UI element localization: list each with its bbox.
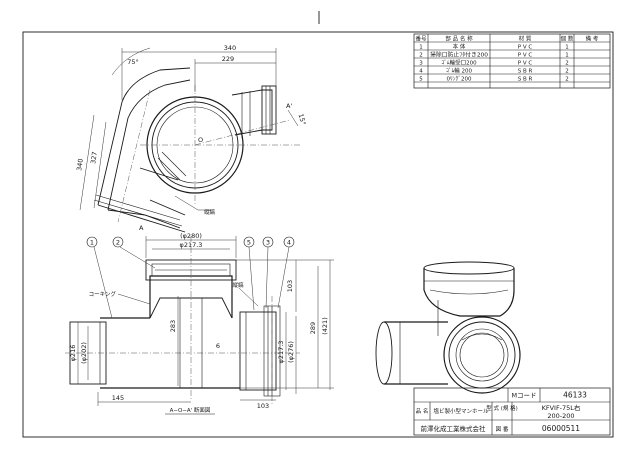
top-dim-327: 327: [89, 151, 99, 164]
isometric-view: [375, 261, 521, 394]
table-row-name: 掃除口防止ﾌﾀ付き200: [430, 51, 489, 59]
part-bubble: [283, 236, 295, 248]
front-dim-289: 289: [309, 322, 317, 334]
top-label-A: A: [139, 224, 144, 232]
part-bubble-label: 5: [247, 239, 251, 247]
part-bubble-label: 2: [116, 239, 120, 247]
front-dim-421: (421): [321, 317, 329, 334]
table-row-no: 4: [419, 69, 423, 75]
table-row-no: 1: [419, 45, 423, 51]
table-header-material: 材 質: [519, 35, 532, 43]
mcode-label: Mコード: [511, 392, 536, 400]
table-row-qty: 1: [565, 45, 569, 51]
top-label-ribs: 縦縞: [204, 208, 216, 216]
drawing-no-label: 図 番: [496, 426, 509, 433]
front-dim-283: 283: [169, 320, 177, 332]
part-bubble-label: 4: [287, 239, 291, 247]
product-name-label: 品 名: [416, 407, 429, 415]
front-dim-103-top: 103: [286, 280, 294, 292]
front-dim-217-top: φ217.3: [180, 241, 203, 249]
front-dim-280: (φ280): [180, 232, 202, 240]
table-row-material: P V C: [518, 45, 533, 51]
table-row-qty: 2: [565, 77, 569, 83]
table-row-name: ｺﾞﾑ輪 200: [446, 67, 472, 75]
table-row-qty: 2: [565, 69, 569, 75]
table-row-name: ｺﾞﾑ輪受口200: [441, 59, 477, 67]
table-header-note: 備 考: [586, 35, 599, 43]
front-view: 1 2 5 3 4 (φ280) φ217.3 103 289 (421) 28…: [65, 232, 334, 415]
front-dim-145: 145: [112, 394, 124, 402]
sheet-border: [22, 31, 614, 438]
table-row-material: S B R: [518, 77, 533, 83]
company-name: 前澤化成工業株式会社: [421, 424, 487, 433]
table-row-material: P V C: [518, 61, 533, 67]
front-dim-216: φ216: [69, 345, 77, 362]
table-row-material: S B R: [518, 69, 533, 75]
section-view-label: A−O−A' 断面図: [170, 406, 211, 414]
table-row-no: 2: [419, 53, 423, 59]
front-dim-276: (φ276): [287, 341, 295, 363]
drawing-no: 06000511: [542, 424, 580, 433]
top-view: 340 229 340 327 75° 15° O A A' 縦縞: [75, 44, 308, 233]
table-row-qty: 2: [565, 61, 569, 67]
front-label-caulking: コーキング: [89, 290, 117, 298]
part-bubble-label: 3: [266, 239, 270, 247]
part-bubble: [86, 236, 98, 248]
model-line-2: 200-200: [547, 412, 574, 420]
part-bubble: [243, 236, 255, 248]
table-row-name: 0ﾘﾝｸﾞ200: [447, 76, 472, 83]
top-dim-229: 229: [222, 55, 234, 63]
front-dim-103-bottom: 103: [257, 402, 269, 410]
part-bubble-label: 1: [90, 239, 94, 247]
table-row-name: 本 体: [453, 43, 466, 51]
front-label-ribs: 縦縞: [232, 281, 244, 289]
top-label-A-prime: A': [286, 102, 292, 110]
top-angle-75: 75°: [127, 58, 139, 66]
front-dim-6: 6: [216, 342, 220, 350]
table-row-no: 5: [419, 77, 423, 83]
table-header-no: 番号: [415, 36, 427, 43]
part-bubble: [262, 236, 274, 248]
model-label: 型 式 (規 格): [486, 404, 518, 412]
front-dim-217-side: φ217.3: [277, 341, 285, 364]
product-name: 塩ビ製小型マンホール: [433, 407, 489, 415]
mcode-value: 46133: [563, 391, 587, 400]
top-angle-15: 15°: [297, 113, 308, 126]
table-header-qty: 個 数: [561, 35, 574, 43]
parts-table: 番号 部 品 名 称 材 質 個 数 備 考 1 本 体 P V C 1 2 掃…: [413, 33, 611, 89]
title-block: Mコード 46133 品 名 塩ビ製小型マンホール 型 式 (規 格) KFVI…: [413, 387, 611, 436]
table-row-qty: 1: [565, 53, 569, 59]
table-row-no: 3: [419, 61, 423, 67]
table-row-material: P V C: [518, 53, 533, 59]
model-line-1: KFVIF-75L右: [542, 403, 581, 412]
table-header-name: 部 品 名 称: [445, 35, 473, 43]
front-dim-202: (φ202): [80, 342, 88, 364]
top-dim-340-vertical: 340: [75, 158, 85, 171]
top-label-O: O: [198, 136, 203, 144]
part-bubble: [112, 236, 124, 248]
top-dim-340: 340: [224, 44, 236, 52]
